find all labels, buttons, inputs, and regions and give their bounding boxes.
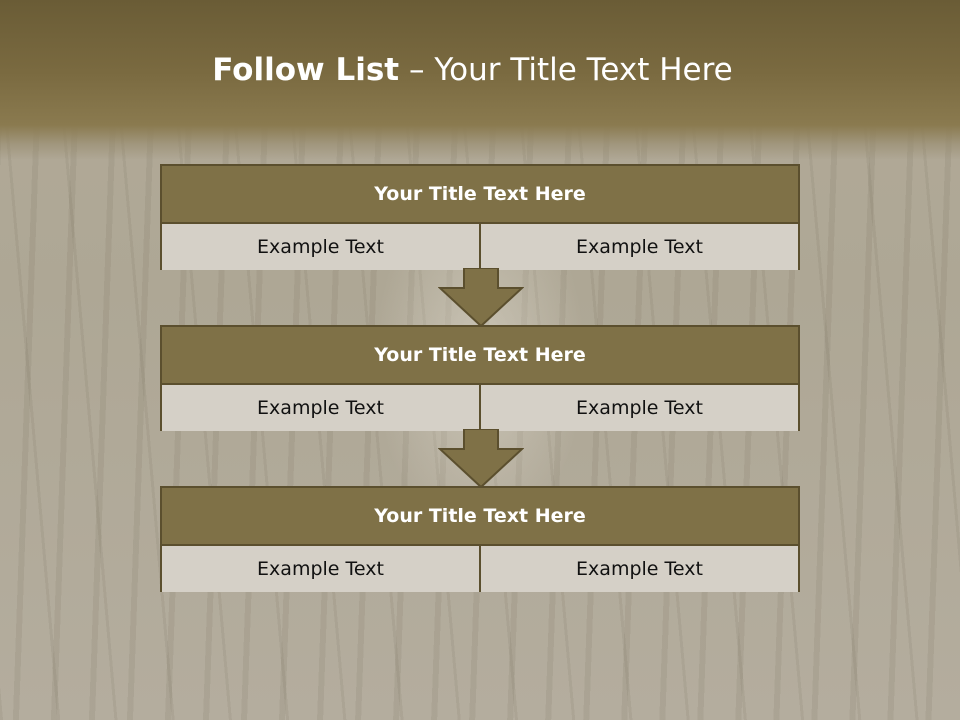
title-rest: – Your Title Text Here (399, 52, 733, 88)
flow-block-3: Your Title Text Here Example Text Exampl… (160, 486, 800, 592)
flow-cell-right: Example Text (479, 224, 798, 270)
header-band (0, 0, 960, 160)
flow-block-row: Example Text Example Text (162, 385, 798, 431)
title-bold: Follow List (212, 52, 400, 88)
flow-block-2: Your Title Text Here Example Text Exampl… (160, 325, 800, 431)
flow-block-title: Your Title Text Here (162, 327, 798, 385)
down-arrow-icon (438, 268, 524, 328)
slide-title: Follow List – Your Title Text Here (0, 52, 945, 88)
flow-block-row: Example Text Example Text (162, 224, 798, 270)
flow-block-row: Example Text Example Text (162, 546, 798, 592)
flow-cell-right: Example Text (479, 546, 798, 592)
down-arrow-icon (438, 429, 524, 489)
flow-cell-left: Example Text (162, 385, 479, 431)
flow-block-1: Your Title Text Here Example Text Exampl… (160, 164, 800, 270)
flow-cell-right: Example Text (479, 385, 798, 431)
flow-block-title: Your Title Text Here (162, 488, 798, 546)
flow-block-title: Your Title Text Here (162, 166, 798, 224)
flow-cell-left: Example Text (162, 546, 479, 592)
flow-cell-left: Example Text (162, 224, 479, 270)
